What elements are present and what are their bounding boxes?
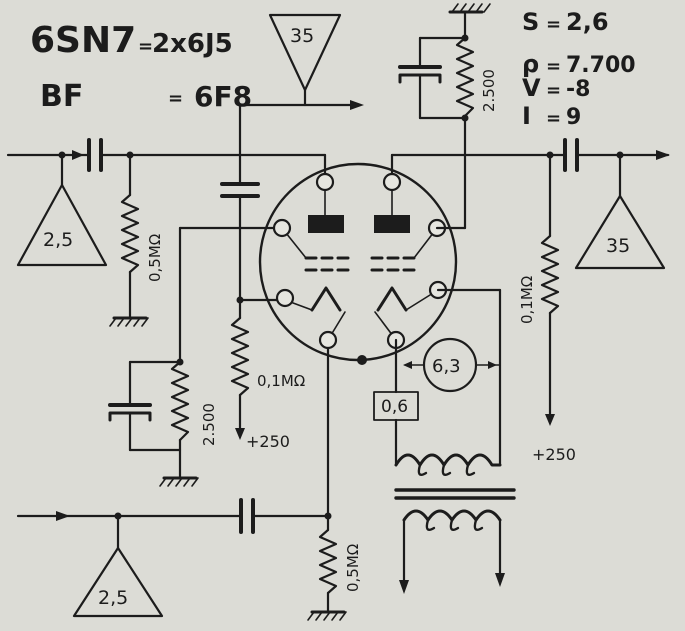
svg-text:=: = [546, 108, 561, 129]
svg-text:7.700: 7.700 [566, 53, 636, 78]
bias-network: 2.500 [108, 226, 280, 487]
svg-text:2.500: 2.500 [200, 403, 218, 446]
svg-text:2.500: 2.500 [480, 69, 498, 112]
param-v: V = -8 [522, 74, 590, 102]
resistor-grid2: 0,5MΩ [307, 528, 362, 621]
signal-source-in1: 2,5 [16, 183, 108, 267]
svg-text:35: 35 [606, 235, 630, 257]
param-i: I = 9 [522, 102, 581, 130]
svg-text:0,6: 0,6 [381, 397, 408, 417]
plate2-network: 2.500 [398, 3, 498, 230]
tube-type: 6SN7 [30, 20, 136, 61]
svg-text:+250: +250 [532, 445, 576, 464]
heater-transformer [394, 453, 516, 594]
svg-text:2,6: 2,6 [566, 8, 609, 36]
heater-current-badge: 0,6 [373, 391, 419, 421]
signal-output-triangle: 35 [574, 194, 666, 270]
svg-text:=: = [546, 80, 561, 101]
resistor-output: 0,1MΩ +250 [518, 153, 576, 464]
svg-text:0,5MΩ: 0,5MΩ [146, 234, 164, 282]
heater-voltage-badge: 6,3 [422, 337, 478, 393]
band-equiv-tube: 6F8 [194, 80, 252, 113]
param-rho: ρ = 7.700 [522, 50, 636, 78]
signal-source-top: 35 [238, 13, 364, 110]
svg-text:I: I [522, 102, 531, 130]
input1-capacitor [87, 138, 103, 172]
svg-text:2,5: 2,5 [43, 229, 73, 251]
tube-envelope [258, 162, 458, 365]
band-label: BF [40, 79, 83, 114]
svg-text:=: = [546, 56, 561, 77]
tube-equiv-sym: = [138, 36, 153, 57]
tube-pins [272, 172, 448, 350]
svg-text:0,1MΩ: 0,1MΩ [518, 276, 536, 324]
resistor-cathode1: 0,1MΩ +250 [230, 298, 305, 451]
svg-text:35: 35 [290, 25, 314, 47]
coupling-capacitor-2 [220, 103, 284, 304]
svg-text:S: S [522, 8, 539, 36]
input1-line [6, 150, 327, 187]
svg-text:2,5: 2,5 [98, 587, 128, 609]
signal-source-in2: 2,5 [72, 546, 164, 618]
output-line [390, 138, 670, 198]
svg-text:ρ: ρ [522, 50, 539, 78]
resistor-grid1: 0,5MΩ [109, 153, 164, 327]
heater-circuit [394, 288, 502, 467]
tube-equiv-lf: 2x6J5 [152, 29, 233, 59]
svg-text:6,3: 6,3 [432, 356, 461, 377]
param-s: S = 2,6 [522, 8, 609, 36]
input2-line [16, 346, 332, 550]
svg-text:9: 9 [566, 105, 581, 130]
band-equiv-sym: = [168, 88, 183, 109]
svg-text:-8: -8 [566, 77, 590, 102]
svg-text:V: V [522, 74, 541, 102]
svg-text:+250: +250 [246, 432, 290, 451]
svg-text:0,5MΩ: 0,5MΩ [344, 544, 362, 592]
svg-text:0,1MΩ: 0,1MΩ [257, 372, 305, 390]
svg-text:=: = [546, 14, 561, 35]
